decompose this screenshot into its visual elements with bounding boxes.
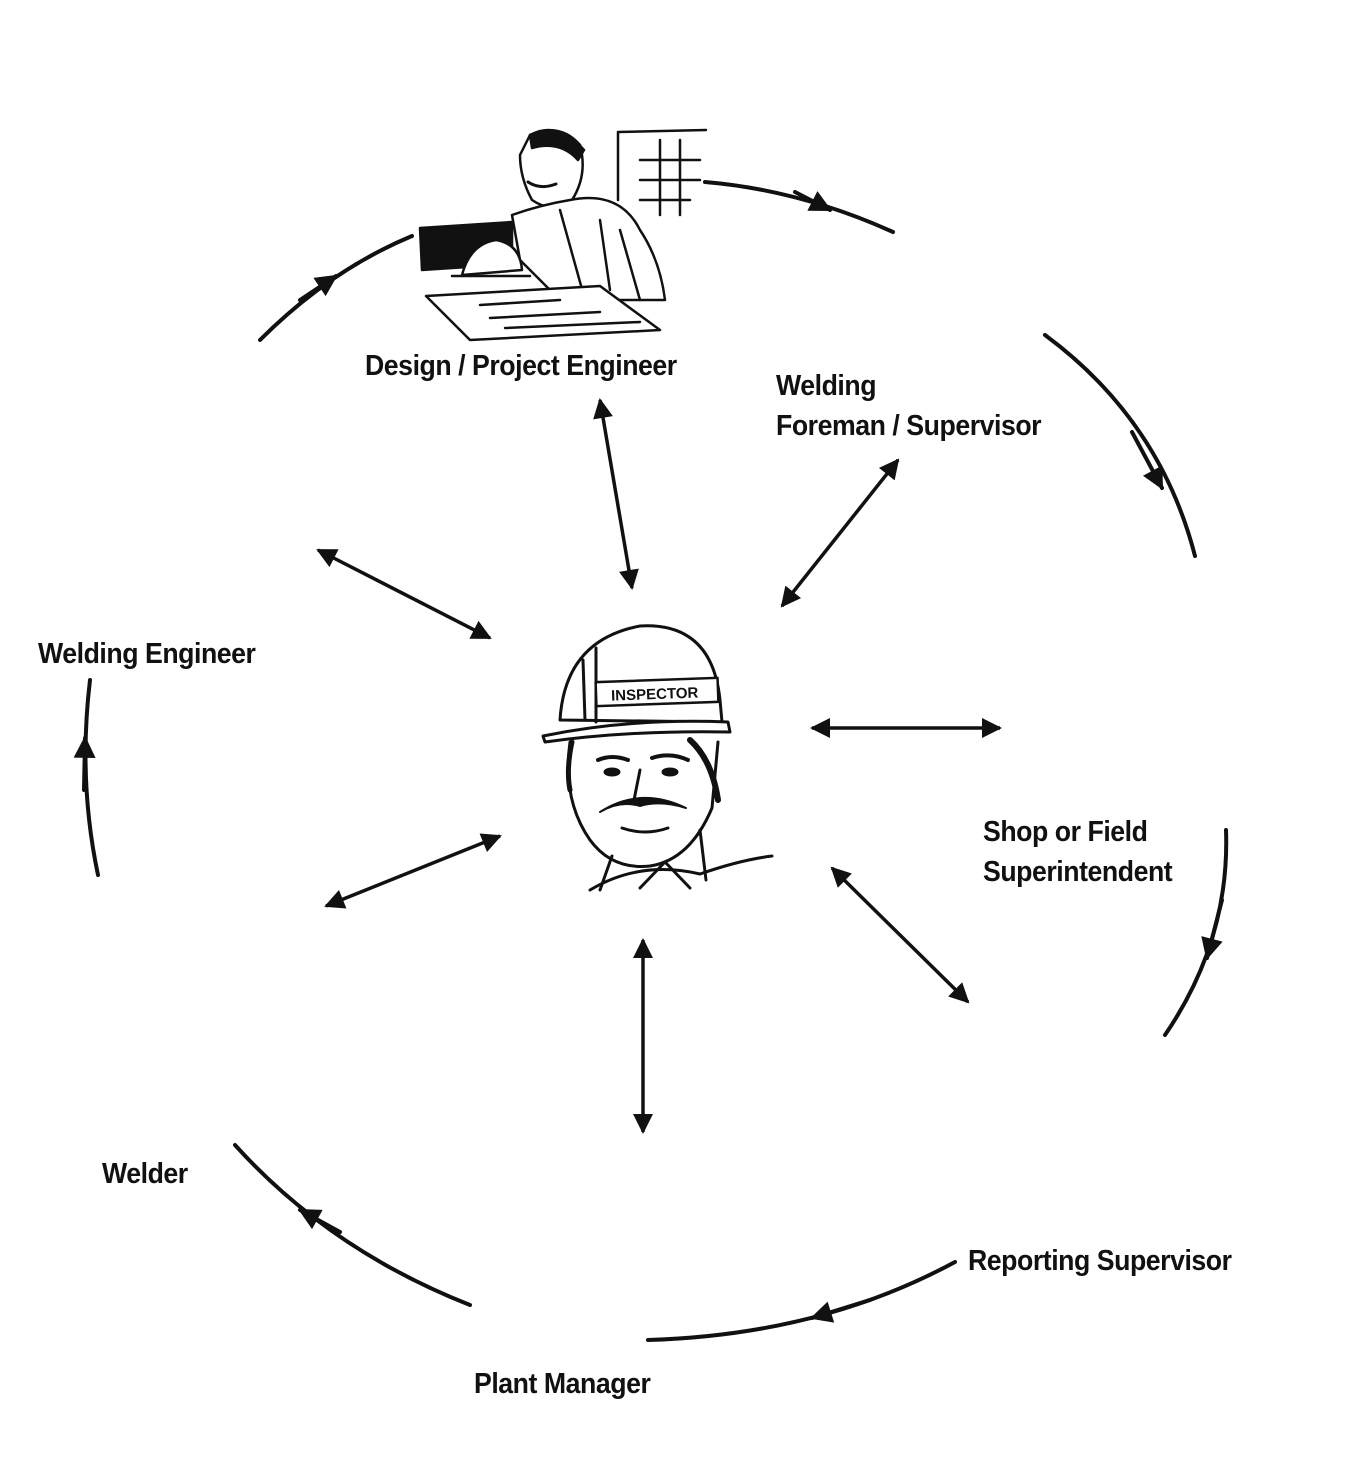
label-design-engineer: Design / Project Engineer (365, 350, 677, 382)
cycle-arrowhead-welding-engineer-to-design (298, 274, 338, 302)
cycle-arrowhead-foreman-to-shop (1130, 430, 1164, 490)
inspector-helmet-text: INSPECTOR (611, 685, 699, 705)
cycle-arrow-plant-to-welder (233, 1143, 472, 1307)
label-reporting-supervisor: Reporting Supervisor (968, 1245, 1232, 1277)
label-welding-engineer: Welding Engineer (38, 638, 256, 670)
spoke-reporting (830, 866, 970, 1004)
label-plant-manager: Plant Manager (474, 1368, 651, 1400)
spoke-welding-engineer (316, 548, 492, 640)
cycle-arrow-reporting-to-plant (646, 1260, 957, 1342)
cycle-arrowhead-reporting-to-plant (809, 1298, 872, 1323)
label-shop-superintendent-line1: Shop or Field (983, 816, 1148, 848)
inspector-illustration (541, 624, 774, 892)
cycle-arrow-foreman-to-shop (1043, 333, 1197, 558)
cycle-arrows (73, 180, 1229, 1342)
design-engineer-illustration (418, 128, 708, 342)
cycle-arrowhead-plant-to-welder (298, 1208, 342, 1234)
label-welding-foreman-line2: Foreman / Supervisor (776, 410, 1042, 442)
label-shop-superintendent-line2: Superintendent (983, 856, 1173, 888)
cycle-arrow-shop-to-reporting (1163, 828, 1229, 1037)
cycle-arrowhead-welder-to-welding-engineer (73, 735, 96, 792)
cycle-arrowhead-shop-to-reporting (1201, 898, 1224, 961)
cycle-arrow-design-to-foreman (703, 180, 895, 234)
spoke-welder (324, 833, 502, 909)
cycle-arrowhead-design-to-foreman (793, 190, 832, 212)
spoke-design (593, 398, 639, 590)
spoke-foreman (780, 458, 900, 608)
label-welder: Welder (102, 1158, 188, 1190)
spoke-arrows (316, 398, 1002, 1134)
label-welding-foreman-line1: Welding (776, 370, 877, 402)
cycle-arrow-welder-to-welding-engineer (83, 678, 100, 877)
cycle-arrow-welding-engineer-to-design (258, 234, 414, 342)
